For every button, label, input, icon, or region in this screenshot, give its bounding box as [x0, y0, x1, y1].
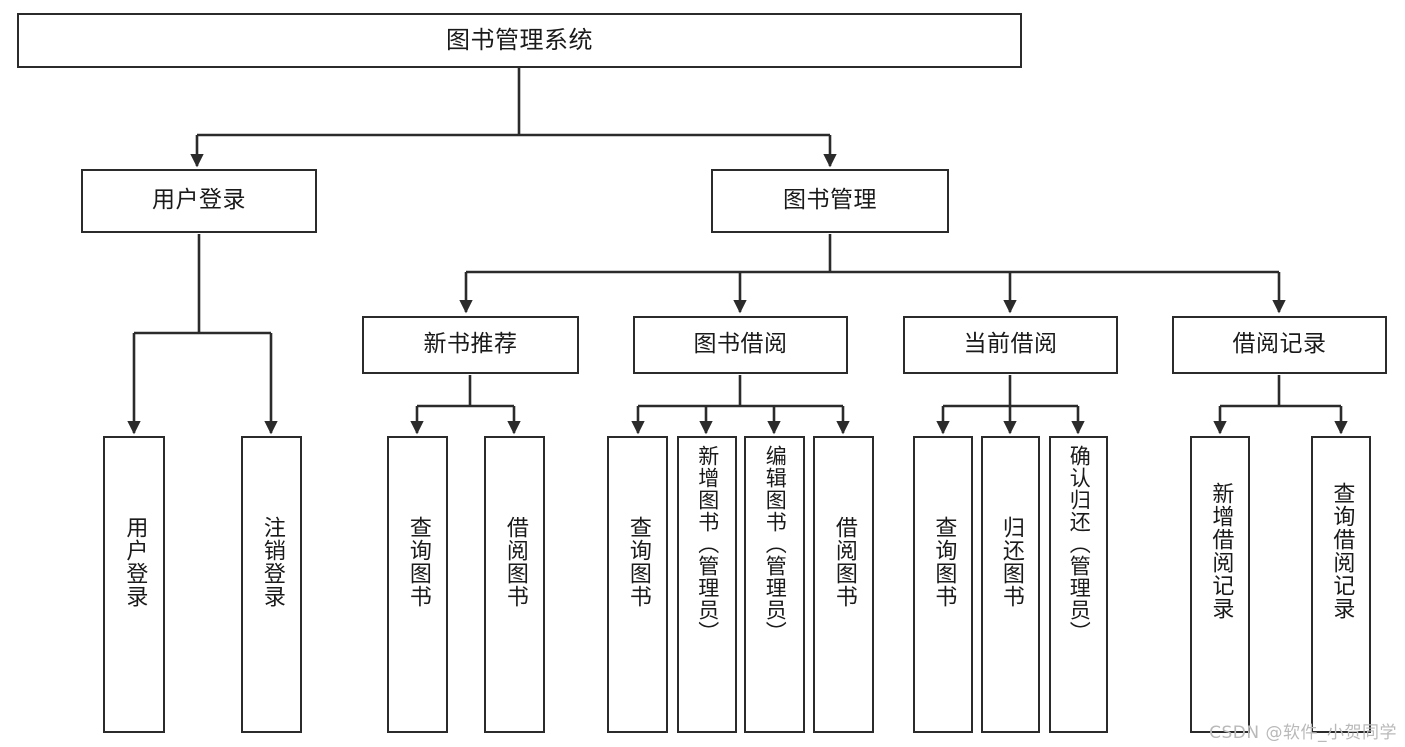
- csdn-watermark: CSDN @软件_小贺同学: [1209, 723, 1397, 743]
- node-label: 注销登录: [259, 516, 285, 608]
- node-label: 图书借阅: [693, 331, 788, 358]
- node-user-login[interactable]: 用户登录: [81, 169, 317, 233]
- node-label: 新增借阅记录: [1208, 482, 1234, 620]
- leaf-return-book[interactable]: 归还图书: [981, 436, 1040, 733]
- node-label: 新增图书（管理员）: [695, 445, 720, 643]
- node-label: 借阅记录: [1232, 331, 1327, 358]
- leaf-add-borrow-record[interactable]: 新增借阅记录: [1190, 436, 1250, 733]
- node-label: 图书管理: [783, 187, 877, 214]
- node-new-book-recommend[interactable]: 新书推荐: [362, 316, 579, 374]
- node-label: 图书管理系统: [446, 26, 593, 55]
- node-label: 当前借阅: [963, 331, 1058, 358]
- node-book-manage[interactable]: 图书管理: [711, 169, 949, 233]
- node-label: 查询借阅记录: [1329, 482, 1355, 620]
- leaf-query-book-recommend[interactable]: 查询图书: [387, 436, 448, 733]
- leaf-borrow-book-recommend[interactable]: 借阅图书: [484, 436, 545, 733]
- leaf-query-borrow-record[interactable]: 查询借阅记录: [1311, 436, 1371, 733]
- leaf-query-book-current[interactable]: 查询图书: [913, 436, 973, 733]
- node-label: 编辑图书（管理员）: [763, 445, 788, 643]
- node-label: 归还图书: [998, 516, 1024, 608]
- node-label: 新书推荐: [423, 331, 518, 358]
- node-label: 查询图书: [625, 516, 651, 608]
- leaf-borrow-book-borrow[interactable]: 借阅图书: [813, 436, 874, 733]
- leaf-edit-book-admin[interactable]: 编辑图书（管理员）: [744, 436, 805, 733]
- node-label: 借阅图书: [831, 516, 857, 608]
- leaf-confirm-return-admin[interactable]: 确认归还（管理员）: [1049, 436, 1108, 733]
- node-root-book-management-system[interactable]: 图书管理系统: [17, 13, 1022, 68]
- node-current-borrow[interactable]: 当前借阅: [903, 316, 1118, 374]
- leaf-user-login[interactable]: 用户登录: [103, 436, 165, 733]
- leaf-add-book-admin[interactable]: 新增图书（管理员）: [677, 436, 737, 733]
- leaf-query-book-borrow[interactable]: 查询图书: [607, 436, 668, 733]
- node-book-borrow[interactable]: 图书借阅: [633, 316, 848, 374]
- node-label: 用户登录: [122, 516, 148, 608]
- node-label: 借阅图书: [502, 516, 528, 608]
- node-label: 查询图书: [931, 516, 957, 608]
- node-label: 确认归还（管理员）: [1067, 445, 1092, 643]
- node-label: 用户登录: [152, 187, 246, 214]
- node-borrow-record[interactable]: 借阅记录: [1172, 316, 1387, 374]
- node-label: 查询图书: [405, 516, 431, 608]
- leaf-logout-login[interactable]: 注销登录: [241, 436, 302, 733]
